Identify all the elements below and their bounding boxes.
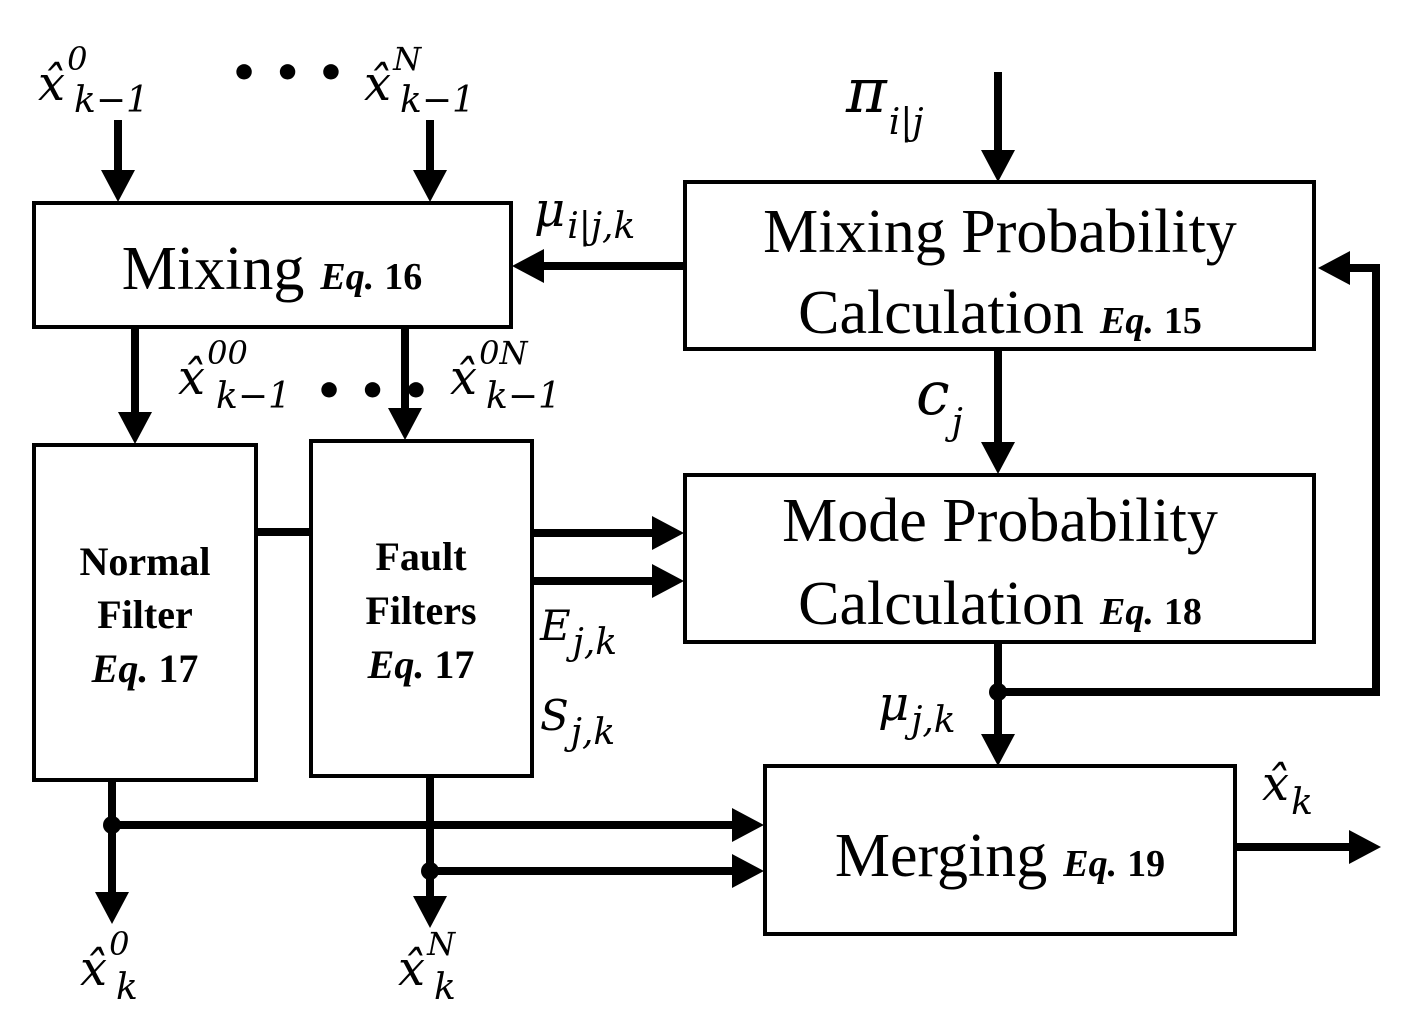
label-S-jk: Sj,k: [540, 691, 615, 753]
arrowhead-out0: [95, 892, 129, 924]
mixing-probability-title: Mixing Probability: [763, 198, 1237, 266]
label-c-j: cj: [916, 359, 963, 443]
fault-filters-box: [309, 439, 534, 778]
normal-filter-block: Normal Filter Eq.17: [32, 443, 258, 782]
junction-fault: [421, 862, 439, 880]
normal-filter-box: [32, 443, 258, 782]
arrowhead-inN: [413, 170, 447, 202]
label-mu-mixing: μi|j,k: [534, 182, 635, 247]
mixing-box: [32, 201, 513, 329]
mixing-probability-box: [683, 180, 1316, 351]
mode-probability-box: [683, 473, 1316, 644]
label-mixed-ellipsis: • • •: [315, 366, 430, 417]
arrowhead-pi: [981, 150, 1015, 182]
arrowhead-S: [652, 564, 684, 598]
junction-mu: [989, 683, 1007, 701]
label-mu-jk: μj,k: [878, 676, 956, 741]
wire-mu-feedback: [998, 264, 1380, 696]
label-pi: πi|j: [845, 54, 924, 143]
mode-probability-title: Mode Probability: [782, 487, 1218, 555]
fault-filters-line1: Fault: [375, 534, 467, 579]
fault-filters-eq: Eq.17: [367, 642, 475, 687]
fault-filters-line2: Filters: [365, 588, 476, 633]
arrowhead-xk: [1349, 830, 1381, 864]
arrowhead-normal-in: [118, 412, 152, 444]
arrowhead-fault-in: [388, 408, 422, 440]
fault-filters-block: Fault Filters Eq.17: [309, 439, 534, 778]
arrowhead-c: [981, 442, 1015, 474]
connection-wires: [95, 72, 1381, 928]
junction-normal: [103, 816, 121, 834]
arrowhead-mu-merge: [981, 734, 1015, 766]
merging-box: [763, 764, 1237, 936]
arrowhead-outN: [413, 896, 447, 928]
arrowhead-merge-fault: [732, 854, 764, 888]
normal-filter-line1: Normal: [79, 539, 210, 584]
label-input-ellipsis: • • •: [230, 48, 345, 99]
label-E-jk: Ej,k: [539, 601, 617, 663]
arrowhead-feedback: [1318, 251, 1350, 285]
normal-filter-eq: Eq.17: [91, 646, 199, 691]
arrowhead-in0: [101, 170, 135, 202]
label-x-k: x̂k: [1262, 756, 1313, 823]
arrowhead-E: [652, 516, 684, 550]
normal-filter-line2: Filter: [97, 592, 193, 637]
arrowhead-merge-normal: [732, 808, 764, 842]
arrowhead-mu-mix: [512, 249, 544, 283]
